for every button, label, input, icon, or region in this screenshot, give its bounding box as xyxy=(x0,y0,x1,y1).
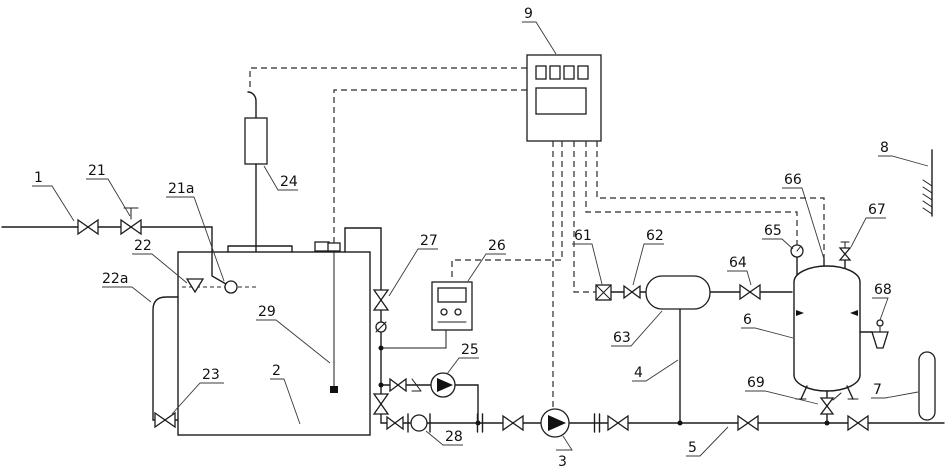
label-26: 26 xyxy=(488,238,506,254)
pump-3 xyxy=(540,408,570,438)
valve-62 xyxy=(623,285,641,299)
label-21a: 21a xyxy=(168,181,194,197)
label-21: 21 xyxy=(88,163,106,179)
label-66: 66 xyxy=(784,172,802,188)
sight-glass-7 xyxy=(918,351,936,421)
label-65: 65 xyxy=(764,223,782,239)
bottom-valve-suction xyxy=(502,415,524,431)
pressure-vessel-6 xyxy=(793,257,873,424)
label-23: 23 xyxy=(202,367,220,383)
label-7: 7 xyxy=(873,382,882,398)
bottom-valve-mid xyxy=(737,415,759,431)
control-signal-lines xyxy=(249,67,825,409)
level-sensor-24 xyxy=(244,91,268,253)
inlet-valve-21-manual xyxy=(77,219,99,235)
label-25: 25 xyxy=(461,342,479,358)
label-68: 68 xyxy=(874,282,892,298)
label-64: 64 xyxy=(729,255,747,271)
label-1: 1 xyxy=(34,170,43,186)
air-valve-68 xyxy=(871,319,889,349)
tee-junction xyxy=(378,382,384,388)
pressure-switch-link xyxy=(380,329,447,349)
label-6: 6 xyxy=(743,312,752,328)
tee-junction xyxy=(677,420,683,426)
inlet-valve-21-actuated xyxy=(120,207,142,235)
overflow-pipe-22a xyxy=(152,296,179,421)
callout-leaders xyxy=(32,21,929,457)
check-valve-riser xyxy=(375,321,387,333)
drain-valve-69 xyxy=(820,392,842,415)
water-level-mark-22 xyxy=(185,278,205,294)
label-62: 62 xyxy=(646,228,664,244)
label-8: 8 xyxy=(880,140,889,156)
branch-valve xyxy=(389,378,422,392)
callout-labels: 1 21 21a 22 22a 23 2 29 24 9 27 26 25 28… xyxy=(34,6,892,470)
label-63: 63 xyxy=(613,330,631,346)
label-22: 22 xyxy=(134,238,152,254)
label-4: 4 xyxy=(634,365,643,381)
drain-valve-23 xyxy=(154,412,176,428)
label-27: 27 xyxy=(420,233,438,249)
valve-64 xyxy=(739,284,761,300)
label-2: 2 xyxy=(272,363,281,379)
label-5: 5 xyxy=(688,440,697,456)
dosing-pump-25 xyxy=(430,372,456,398)
pressure-controller-26 xyxy=(431,281,473,331)
label-3: 3 xyxy=(558,454,567,470)
tank-2 xyxy=(177,241,371,436)
bottom-valve-discharge xyxy=(607,415,629,431)
label-69: 69 xyxy=(747,375,765,391)
label-28: 28 xyxy=(445,429,463,445)
safety-valve-67 xyxy=(838,241,852,261)
label-24: 24 xyxy=(280,174,298,190)
tee-junction xyxy=(378,345,384,351)
float-valve-21a xyxy=(224,280,238,294)
bottom-valve-right xyxy=(847,415,869,431)
pressure-gauge-65 xyxy=(790,244,804,258)
controller-9 xyxy=(526,54,602,142)
pressure-sensor-61 xyxy=(595,284,612,301)
expansion-vessel-63 xyxy=(645,275,711,310)
riser-valve-27 xyxy=(373,289,389,311)
label-22a: 22a xyxy=(102,271,128,287)
label-67: 67 xyxy=(868,202,886,218)
drain-line-8 xyxy=(922,149,933,217)
bottom-valve-left xyxy=(386,416,404,430)
label-9: 9 xyxy=(524,6,533,22)
label-29: 29 xyxy=(258,304,276,320)
label-61: 61 xyxy=(574,228,592,244)
level-probe-29 xyxy=(327,242,341,393)
flex-connector-28 xyxy=(407,413,431,433)
riser-valve-lower xyxy=(373,393,389,415)
